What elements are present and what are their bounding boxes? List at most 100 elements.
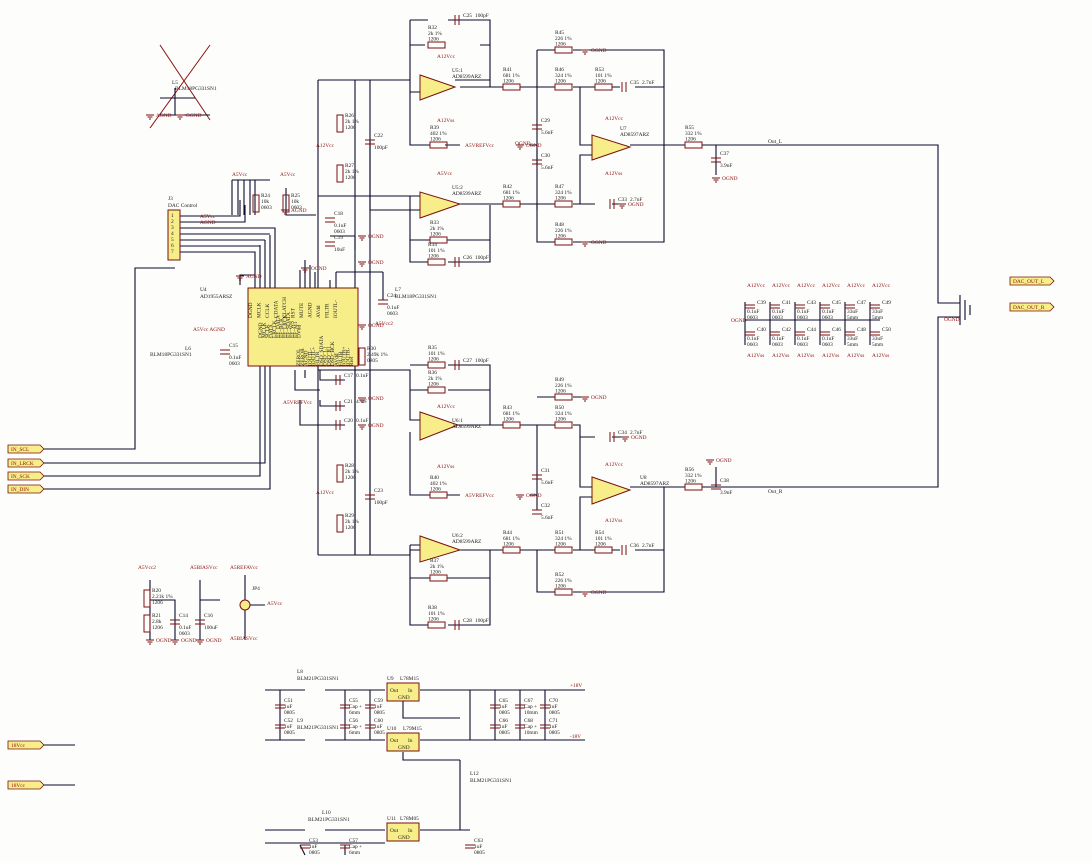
ground-symbol	[358, 324, 366, 330]
bypass-bottom-net: A12Vss	[872, 353, 889, 359]
net-plus18: +18V	[570, 683, 582, 689]
resistor-package: 1206	[555, 196, 566, 202]
capacitor-value: 1uF	[499, 724, 507, 730]
port-18vcc-pos	[7, 740, 45, 750]
opamps	[419, 74, 632, 563]
supply-net-label: A5VREFVcc	[465, 143, 495, 149]
capacitor-value: 5.6nF	[541, 165, 553, 171]
u4-pin-right: ZEROL	[296, 349, 302, 366]
capacitor-package: 10mm	[524, 730, 539, 736]
resistor-package: 0805	[367, 358, 378, 364]
resistor-package: 1206	[345, 175, 356, 181]
capacitor-ref: C59	[374, 698, 383, 704]
capacitor-c24	[378, 299, 388, 305]
resistor-value: 101 1%	[595, 73, 612, 79]
bypass-cap-value: 0.1uF	[772, 309, 784, 315]
u4-pin-right: DSD_SDATA	[319, 335, 325, 366]
supply-net-label: A5BIASVcc	[230, 636, 258, 642]
capacitor-ref: C53	[309, 838, 318, 844]
j3-pin-4: 4	[171, 231, 174, 237]
bypass-cap-ref: C39	[757, 300, 766, 306]
u4-pin-right: IOUTR-	[345, 348, 351, 366]
capacitor-package: 0805	[374, 710, 385, 716]
resistor-r48	[554, 238, 573, 246]
u4-pin-left: EF_WS	[290, 321, 296, 338]
capacitor-value: 0.1uF	[356, 418, 368, 424]
u4-pin-top: IOUTL-	[333, 300, 339, 318]
u10-ref: U10	[387, 726, 397, 732]
capacitor-c66	[490, 724, 500, 729]
bypass-cap-top	[745, 304, 755, 309]
ground-symbol	[236, 275, 244, 281]
resistor-package: 1206	[430, 137, 441, 143]
ground-label: OGND	[181, 638, 197, 644]
capacitor-c56	[340, 724, 350, 729]
resistor-ref: R51	[555, 530, 564, 536]
capacitor-c29	[532, 124, 542, 130]
capacitor-c71	[540, 724, 550, 729]
capacitor-value: 1uF	[374, 724, 382, 730]
capacitor-package: 0805	[284, 730, 295, 736]
u6-2-ref: U6:2	[452, 533, 463, 539]
capacitor-c63	[465, 844, 475, 849]
capacitor-value: 100pF	[374, 500, 388, 506]
resistor-r41	[502, 83, 521, 91]
capacitor-value: 5.6nF	[541, 515, 553, 521]
resistor-value: 10k	[261, 199, 269, 205]
ground-symbol	[196, 639, 204, 645]
capacitor-value: 0.1uF	[334, 223, 346, 229]
net-out-l: Out_L	[768, 139, 782, 145]
resistor-value: 2k 1%	[345, 119, 359, 125]
capacitor-c57	[340, 844, 350, 849]
resistor-package: 0603	[261, 205, 272, 211]
ground-label: OGND	[311, 266, 327, 272]
ground-label: OGND	[591, 395, 607, 401]
resistor-r37	[429, 574, 448, 582]
j3-pin-7: 7	[171, 249, 174, 255]
capacitor-c65	[490, 704, 500, 709]
resistor-value: 226 1%	[555, 228, 572, 234]
u4-ref: U4	[200, 287, 207, 293]
resistor-r20	[143, 589, 151, 608]
ground-symbol	[621, 436, 629, 442]
ic-u4-body	[247, 287, 359, 367]
port-18vcc-neg-label: 18Vcc	[11, 783, 26, 789]
capacitor-value: 3.9nF	[720, 490, 732, 496]
port-in-din	[7, 484, 45, 494]
ground-symbol	[712, 177, 720, 183]
u9-ref: U9	[387, 676, 394, 682]
u7-ref: U7	[620, 126, 627, 132]
capacitor-c34	[609, 432, 615, 442]
capacitor-value: 5.6nF	[541, 480, 553, 486]
resistor-package: 1206	[555, 542, 566, 548]
capacitor-ref: C16	[204, 613, 213, 619]
resistor-ref: R28	[345, 463, 354, 469]
u10-pin-gnd: GND	[398, 745, 410, 751]
ground-label: OGND	[591, 590, 607, 596]
resistor-package: 1206	[503, 196, 514, 202]
resistor-value: 681 1%	[503, 73, 520, 79]
resistor-ref: R53	[595, 67, 604, 73]
l5-ref: L5	[172, 80, 178, 86]
resistor-ref: R48	[555, 222, 564, 228]
resistor-value: 101 1%	[595, 536, 612, 542]
ground-label: OGND	[631, 435, 647, 441]
ground-symbol	[146, 114, 154, 120]
resistor-ref: R47	[555, 184, 564, 190]
u4-pin-top: MCLK	[257, 302, 263, 318]
capacitor-package: 0805	[549, 710, 560, 716]
capacitor-ref: C33	[618, 197, 627, 203]
capacitor-value: 1uF	[474, 844, 482, 850]
supply-net-label: A12Vcc	[605, 462, 624, 468]
resistor-package: 1206	[555, 234, 566, 240]
supply-net-label: A12Vss	[605, 171, 622, 177]
supply-net-label: A5Vcc AGND	[193, 327, 225, 333]
resistor-value: 2k 1%	[428, 31, 442, 37]
supply-net-label: A5VREFVcc	[465, 493, 495, 499]
l8-part: BLM21PG331SN1	[297, 676, 339, 682]
supply-net-label: A5Vcc	[232, 172, 248, 178]
supply-net-label: A5Vcc	[267, 601, 283, 607]
capacitor-value: 100pF	[475, 255, 489, 261]
